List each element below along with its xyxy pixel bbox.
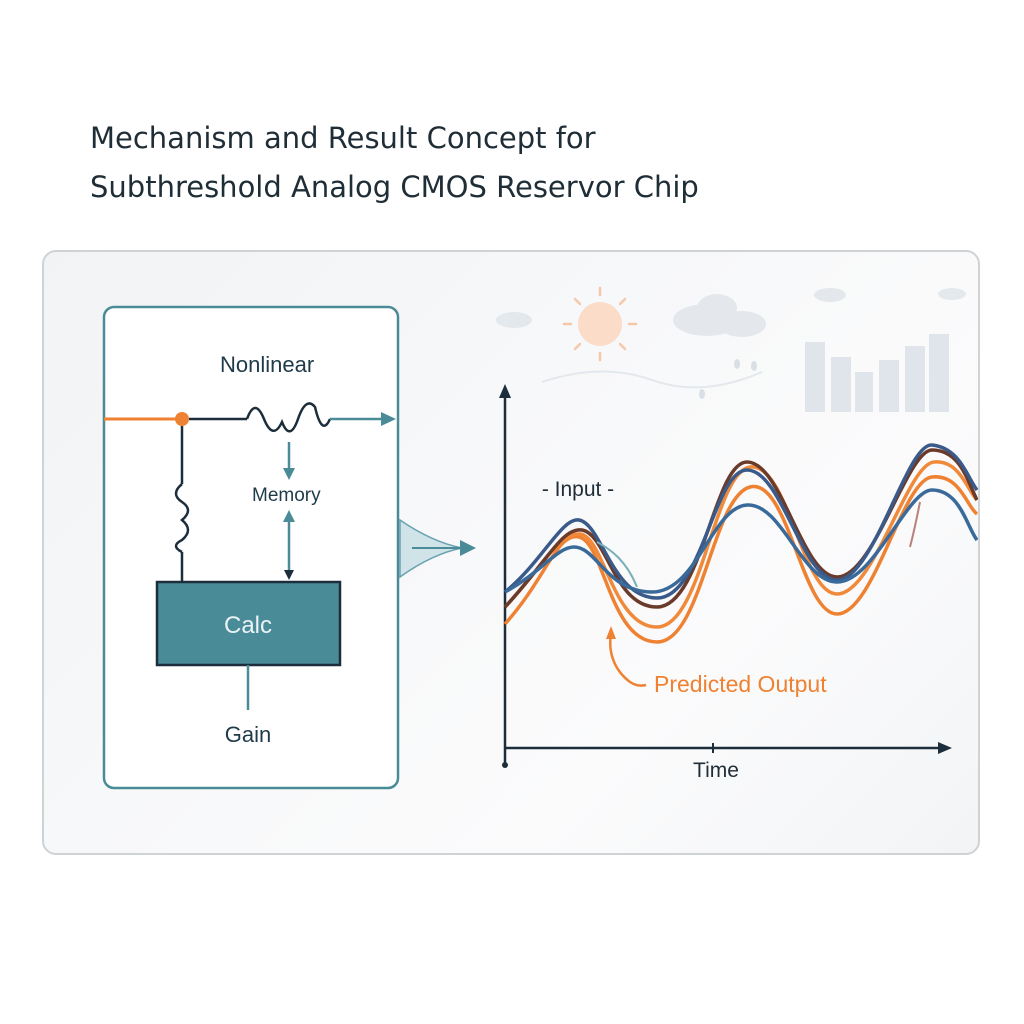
cloud-icon <box>496 288 966 337</box>
diagram-canvas: Nonlinear Memory Calc Gain Time <box>102 286 978 790</box>
weather-decoration <box>496 286 966 412</box>
signal-plot: Time - Input - Predicted Output <box>499 384 978 782</box>
memory-down-arrow <box>283 468 295 480</box>
brown-wave <box>503 448 978 609</box>
x-axis-arrow <box>938 742 952 754</box>
orange-wave-2 <box>503 460 978 629</box>
bar-chart-icon <box>805 334 949 412</box>
title-line-1: Mechanism and Result Concept for <box>90 121 596 155</box>
x-axis-label: Time <box>693 759 739 782</box>
title-line-2: Subthreshold Analog CMOS Reservor Chip <box>90 170 699 204</box>
nonlinear-element <box>245 402 332 433</box>
input-node <box>175 412 189 426</box>
navy-wave-upper <box>503 443 978 600</box>
memory-label: Memory <box>252 485 321 506</box>
raindrop-icon <box>699 359 757 399</box>
circuit-frame <box>102 305 400 790</box>
input-wave <box>504 488 978 594</box>
connector-arrow-head <box>460 540 476 556</box>
concept-panel: Nonlinear Memory Calc Gain Time <box>42 250 980 855</box>
resistor-element <box>174 483 190 554</box>
predicted-wave <box>503 475 978 644</box>
y-axis-arrow <box>499 384 511 398</box>
calc-input-arrow <box>284 570 294 580</box>
memory-up-arrow <box>283 510 295 522</box>
sun-icon <box>562 286 638 362</box>
gain-label: Gain <box>225 722 271 747</box>
output-arrow-head <box>381 412 396 426</box>
nonlinear-label: Nonlinear <box>220 352 314 377</box>
predicted-output-label: Predicted Output <box>654 671 827 697</box>
calc-label: Calc <box>224 612 272 639</box>
page-title: Mechanism and Result Concept for Subthre… <box>90 114 950 212</box>
input-label: - Input - <box>542 478 614 501</box>
circuit-diagram: Nonlinear Memory Calc Gain <box>102 305 400 790</box>
connector-arrow <box>399 518 476 579</box>
predicted-pointer <box>609 633 647 687</box>
